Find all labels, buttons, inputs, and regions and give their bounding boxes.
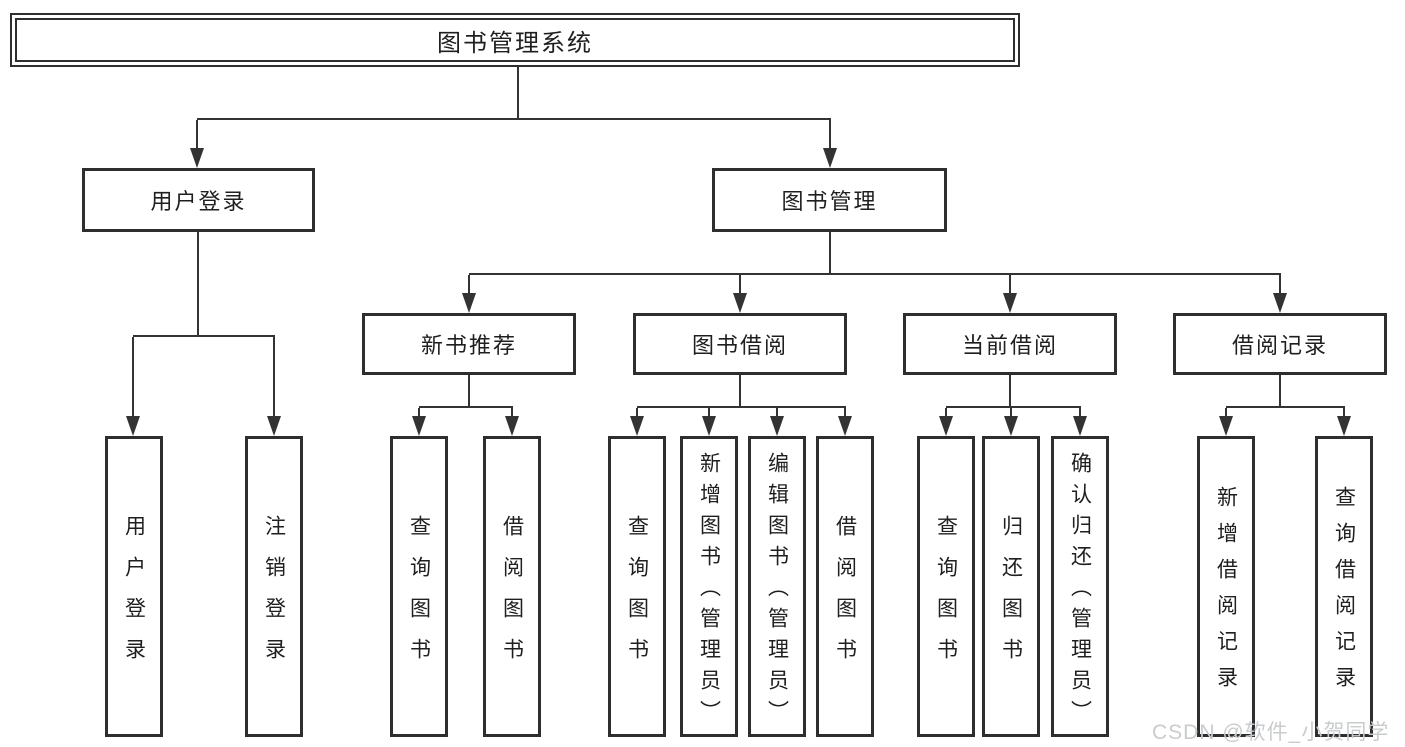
leaf-label: 确认归还（管理员） — [1068, 452, 1092, 731]
arrow-down-icon — [823, 148, 837, 168]
leaf-user-login: 用户登录 — [105, 436, 163, 737]
connector-drop — [945, 408, 947, 418]
arrow-down-icon — [190, 148, 204, 168]
connector-drop — [418, 408, 420, 418]
node-user-login: 用户登录 — [82, 168, 315, 232]
arrow-down-icon — [770, 416, 784, 436]
connector-drop — [636, 408, 638, 418]
arrow-down-icon — [733, 293, 747, 313]
connector-drop — [829, 120, 831, 150]
leaf-logout: 注销登录 — [245, 436, 303, 737]
arrow-down-icon — [1003, 293, 1017, 313]
arrow-down-icon — [1073, 416, 1087, 436]
arrow-down-icon — [939, 416, 953, 436]
watermark: CSDN @软件_小贺同学 — [1152, 721, 1390, 744]
leaf-label: 查询图书 — [407, 514, 431, 679]
leaf-borrow-books-recommend: 借阅图书 — [483, 436, 541, 737]
arrow-down-icon — [267, 416, 281, 436]
arrow-down-icon — [1273, 293, 1287, 313]
connector-stub — [1279, 375, 1281, 406]
connector-drop — [511, 408, 513, 418]
leaf-label: 借阅图书 — [833, 514, 857, 679]
node-label: 图书管理 — [781, 189, 878, 214]
leaf-query-borrow-record: 查询借阅记录 — [1315, 436, 1373, 737]
leaf-label: 借阅图书 — [500, 514, 524, 679]
connector-drop — [1279, 275, 1281, 295]
arrow-down-icon — [412, 416, 426, 436]
leaf-label: 查询图书 — [934, 514, 958, 679]
connector-drop — [273, 337, 275, 418]
node-label: 当前借阅 — [961, 333, 1058, 358]
connector-stub — [468, 375, 470, 406]
leaf-edit-books-admin: 编辑图书（管理员） — [748, 436, 806, 737]
node-book-management: 图书管理 — [712, 168, 947, 232]
node-label: 图书管理系统 — [437, 29, 593, 57]
node-label: 用户登录 — [150, 189, 247, 214]
connector-drop — [776, 408, 778, 418]
connector-drop — [1079, 408, 1081, 418]
connector-drop — [468, 275, 470, 295]
arrow-down-icon — [630, 416, 644, 436]
leaf-borrow-books: 借阅图书 — [816, 436, 874, 737]
connector-stub — [517, 67, 519, 118]
leaf-label: 新增图书（管理员） — [697, 452, 721, 731]
arrow-down-icon — [1004, 416, 1018, 436]
leaf-query-books-recommend: 查询图书 — [390, 436, 448, 737]
node-root-library-system: 图书管理系统 — [10, 13, 1020, 67]
leaf-label: 查询图书 — [625, 514, 649, 679]
node-borrow-records: 借阅记录 — [1173, 313, 1387, 375]
connector-stub — [739, 375, 741, 406]
node-book-borrow: 图书借阅 — [633, 313, 847, 375]
arrow-down-icon — [1219, 416, 1233, 436]
connector-stub — [197, 232, 199, 335]
connector-bar — [133, 335, 275, 337]
connector-stub — [1009, 375, 1011, 406]
connector-drop — [1225, 408, 1227, 418]
leaf-label: 新增借阅记录 — [1214, 486, 1238, 702]
connector-stub — [829, 232, 831, 273]
node-current-borrow: 当前借阅 — [903, 313, 1117, 375]
leaf-label: 编辑图书（管理员） — [765, 452, 789, 731]
connector-drop — [132, 337, 134, 418]
connector-drop — [196, 120, 198, 150]
connector-bar — [946, 406, 1081, 408]
leaf-label: 注销登录 — [262, 514, 286, 679]
leaf-label: 查询借阅记录 — [1332, 486, 1356, 702]
connector-drop — [844, 408, 846, 418]
connector-drop — [708, 408, 710, 418]
connector-bar — [469, 273, 1281, 275]
connector-bar — [419, 406, 513, 408]
arrow-down-icon — [462, 293, 476, 313]
leaf-label: 用户登录 — [122, 514, 146, 679]
arrow-down-icon — [838, 416, 852, 436]
leaf-query-books-current: 查询图书 — [917, 436, 975, 737]
node-label: 图书借阅 — [691, 333, 788, 358]
connector-drop — [739, 275, 741, 295]
node-new-book-recommend: 新书推荐 — [362, 313, 576, 375]
arrow-down-icon — [505, 416, 519, 436]
connector-bar — [197, 118, 831, 120]
node-label: 借阅记录 — [1231, 333, 1328, 358]
arrow-down-icon — [126, 416, 140, 436]
leaf-add-borrow-record: 新增借阅记录 — [1197, 436, 1255, 737]
leaf-confirm-return-admin: 确认归还（管理员） — [1051, 436, 1109, 737]
connector-bar — [637, 406, 846, 408]
leaf-add-books-admin: 新增图书（管理员） — [680, 436, 738, 737]
connector-drop — [1343, 408, 1345, 418]
leaf-label: 归还图书 — [999, 514, 1023, 679]
arrow-down-icon — [1337, 416, 1351, 436]
connector-drop — [1010, 408, 1012, 418]
arrow-down-icon — [702, 416, 716, 436]
connector-bar — [1226, 406, 1345, 408]
connector-drop — [1009, 275, 1011, 295]
leaf-query-books-borrow: 查询图书 — [608, 436, 666, 737]
leaf-return-books: 归还图书 — [982, 436, 1040, 737]
node-label: 新书推荐 — [420, 333, 517, 358]
